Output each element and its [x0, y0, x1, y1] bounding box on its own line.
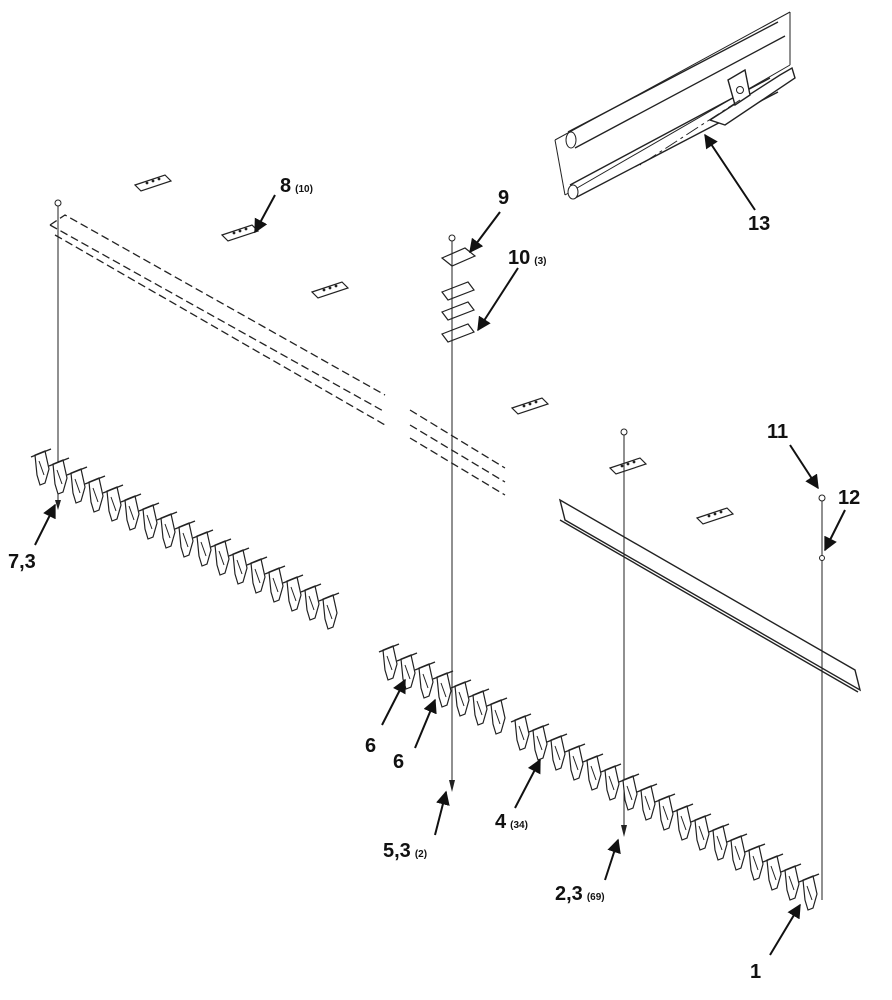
- leader-arrows: [34, 133, 846, 956]
- svg-text:9: 9: [498, 187, 509, 209]
- svg-text:7,3: 7,3: [8, 551, 36, 573]
- svg-text:6: 6: [393, 751, 404, 773]
- callout-8: 8(10): [280, 175, 313, 197]
- svg-text:10(3): 10(3): [508, 247, 546, 269]
- callout-6b: 6: [393, 751, 404, 773]
- svg-text:8(10): 8(10): [280, 175, 313, 197]
- svg-text:5,3(2): 5,3(2): [383, 840, 427, 862]
- inset-tube-assembly: [554, 11, 796, 200]
- svg-text:6: 6: [365, 735, 376, 757]
- callout-10: 10(3): [508, 247, 546, 269]
- svg-text:2,3(69): 2,3(69): [555, 883, 605, 905]
- guard-row-right: [510, 713, 820, 911]
- callout-12: 12: [838, 487, 860, 509]
- svg-text:12: 12: [838, 487, 860, 509]
- svg-text:1: 1: [750, 961, 761, 983]
- callout-7-3: 7,3: [8, 551, 36, 573]
- callout-1: 1: [750, 961, 761, 983]
- cutter-bar-middle: [409, 409, 506, 496]
- svg-text:11: 11: [767, 421, 788, 443]
- cutter-bar-left: [49, 214, 386, 426]
- cutter-bar-right: [558, 498, 862, 693]
- callout-6a: 6: [365, 735, 376, 757]
- callout-13: 13: [748, 213, 770, 235]
- svg-text:13: 13: [748, 213, 770, 235]
- spacer-stack: [440, 247, 477, 343]
- callout-2-3: 2,3(69): [555, 883, 605, 905]
- callout-4: 4(34): [495, 811, 528, 833]
- callout-11: 11: [767, 421, 788, 443]
- wear-plates: [134, 174, 734, 525]
- callout-9: 9: [498, 187, 509, 209]
- svg-text:4(34): 4(34): [495, 811, 528, 833]
- callout-5-3: 5,3(2): [383, 840, 427, 862]
- guard-row-left: [30, 448, 340, 630]
- guard-row-middle: [378, 643, 508, 735]
- bolt-lines: [54, 199, 826, 900]
